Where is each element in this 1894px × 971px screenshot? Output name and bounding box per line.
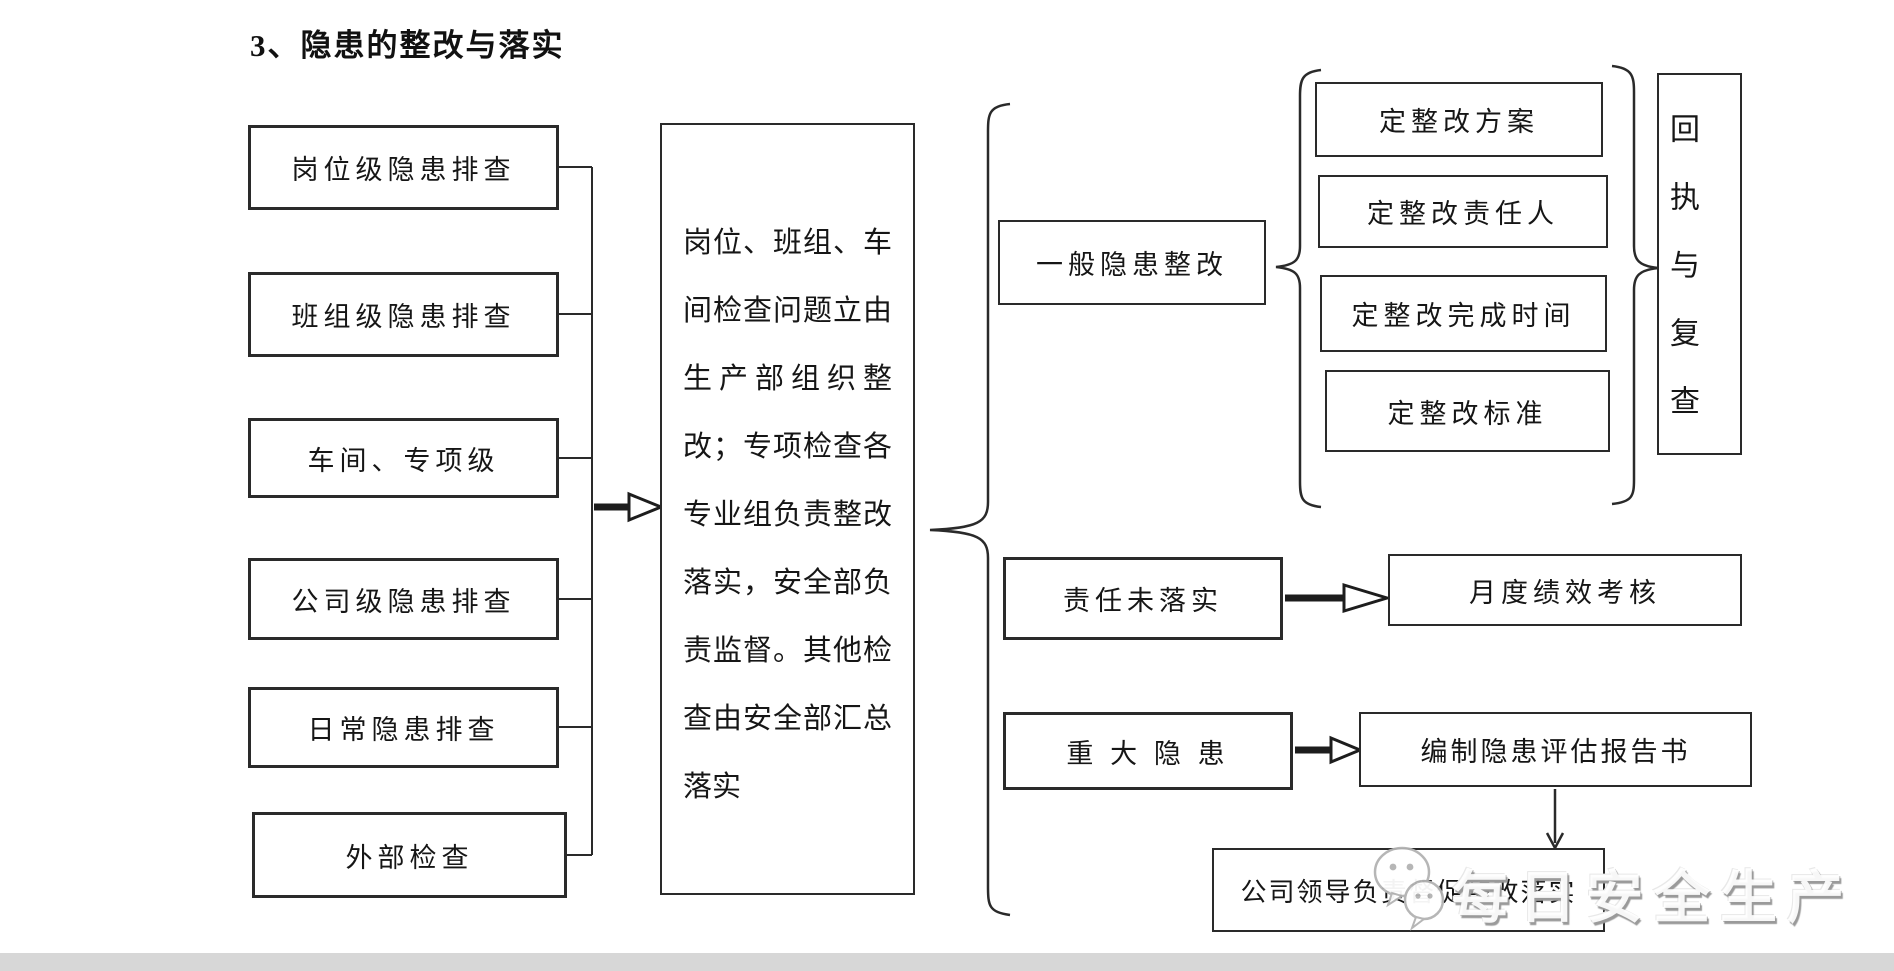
box-leadership-supervise-rectification: 公司领导负责督促整改落实 — [1212, 848, 1605, 932]
box-daily-inspection: 日常隐患排查 — [248, 687, 559, 768]
center-text-line: 责监督。其他检 — [683, 635, 892, 667]
arrow-report-to-followup — [1545, 789, 1565, 851]
box-label: 重 大 隐 患 — [1066, 738, 1230, 769]
center-text-line: 间检查问题立由 — [683, 295, 892, 327]
box-external-inspection: 外部检查 — [252, 812, 567, 898]
box-company-level-inspection: 公司级隐患排查 — [248, 558, 559, 640]
box-label: 定整改责任人 — [1367, 199, 1559, 229]
watermark-text: 每日安全生产 — [1452, 866, 1854, 930]
box-workshop-special-level: 车间、专项级 — [248, 418, 559, 498]
bottom-gray-bar — [0, 953, 1894, 971]
box-label: 定整改方案 — [1379, 107, 1539, 137]
page-title: 3、隐患的整改与落实 — [250, 28, 565, 63]
box-label: 定整改完成时间 — [1351, 301, 1576, 331]
arrow-major-to-report — [1295, 735, 1364, 765]
center-text-line: 落实，安全部负 — [683, 567, 892, 599]
box-label: 定整改标准 — [1387, 398, 1548, 429]
box-rectification-responsibility: 岗位、班组、车 间检查问题立由 生产部组织整 改；专项检查各 专业组负责整改 落… — [660, 123, 915, 895]
box-hazard-assessment-report: 编制隐患评估报告书 — [1359, 712, 1752, 787]
center-text-line: 查由安全部汇总 — [683, 703, 892, 735]
box-responsibility-unfulfilled: 责任未落实 — [1003, 557, 1283, 640]
box-set-rectification-plan: 定整改方案 — [1315, 82, 1603, 157]
box-label: 岗位级隐患排查 — [291, 155, 516, 185]
box-set-rectification-standard: 定整改标准 — [1325, 370, 1610, 452]
box-major-hazard: 重 大 隐 患 — [1003, 712, 1293, 790]
box-label: 回执与复查 — [1665, 113, 1698, 453]
box-label: 公司级隐患排查 — [291, 586, 516, 617]
box-label: 编制隐患评估报告书 — [1420, 737, 1691, 767]
box-label: 月度绩效考核 — [1469, 577, 1661, 608]
box-set-responsible-person: 定整改责任人 — [1318, 175, 1608, 248]
box-label: 车间、专项级 — [307, 445, 500, 476]
center-text-line: 落实 — [683, 771, 742, 803]
box-team-level-inspection: 班组级隐患排查 — [248, 272, 559, 357]
brace-steps-right — [1611, 64, 1659, 506]
center-text-line: 岗位、班组、车 — [683, 227, 892, 259]
center-text-line: 生产部组织整 — [683, 363, 892, 395]
arrow-left-to-center — [594, 491, 665, 523]
box-set-completion-time: 定整改完成时间 — [1320, 275, 1607, 352]
box-label: 外部检查 — [345, 842, 474, 873]
box-label: 班组级隐患排查 — [291, 302, 516, 332]
box-general-hazard-rectification: 一般隐患整改 — [998, 220, 1266, 305]
box-label: 责任未落实 — [1063, 586, 1223, 616]
box-label: 日常隐患排查 — [307, 715, 500, 745]
center-text-line: 改；专项检查各 — [683, 431, 892, 463]
center-text-line: 专业组负责整改 — [683, 499, 892, 531]
wechat-icon — [1373, 846, 1445, 931]
box-monthly-performance-appraisal: 月度绩效考核 — [1388, 554, 1742, 626]
arrow-unfulfilled-to-appraisal — [1285, 582, 1393, 614]
box-post-level-inspection: 岗位级隐患排查 — [248, 125, 559, 210]
box-label: 一般隐患整改 — [1036, 250, 1228, 280]
box-receipt-and-recheck: 回执与复查 — [1657, 73, 1742, 455]
